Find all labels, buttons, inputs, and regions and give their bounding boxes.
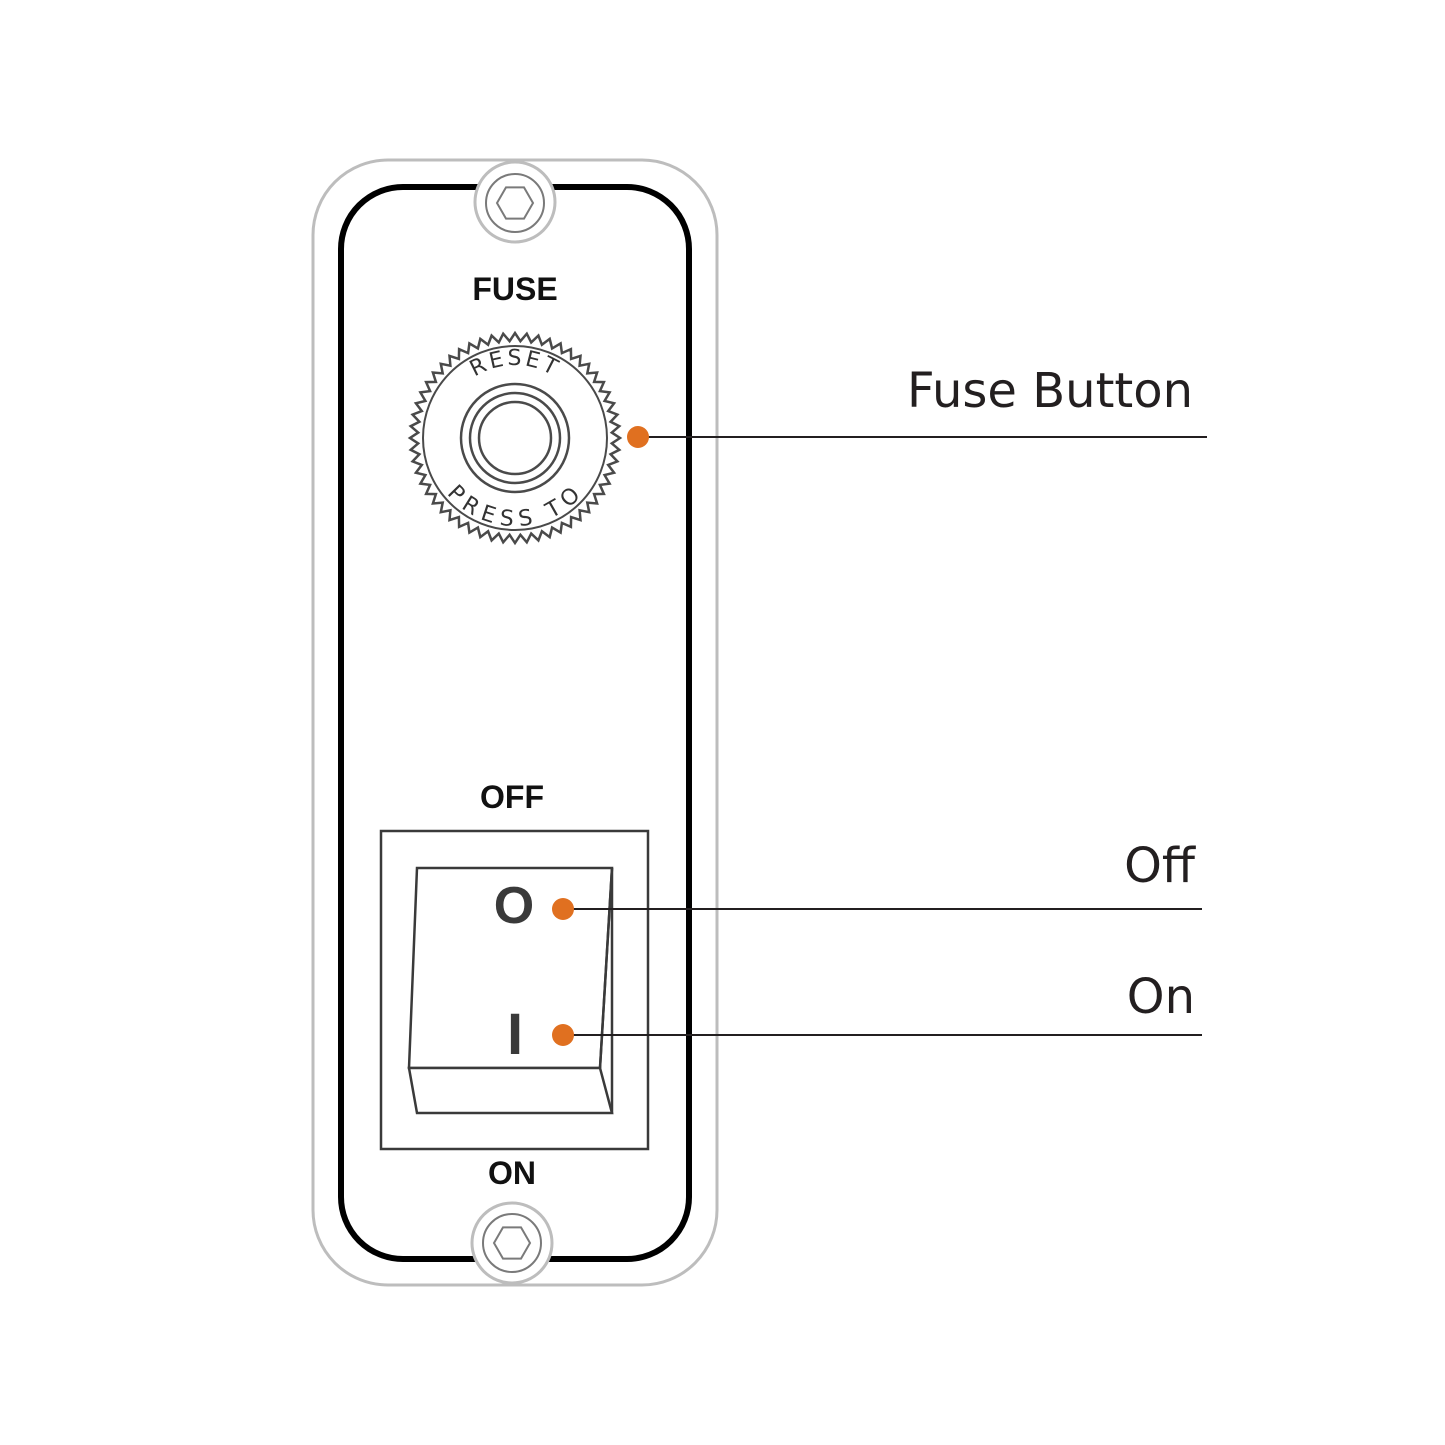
on-callout-dot — [552, 1024, 574, 1046]
rocker-front — [407, 1066, 614, 1115]
fuse-button-callout-label: Fuse Button — [907, 363, 1193, 419]
fuse-label: FUSE — [472, 271, 557, 307]
off-symbol: O — [494, 877, 534, 935]
off-callout-label: Off — [1124, 838, 1196, 894]
on-symbol: I — [507, 1002, 523, 1067]
hex-screw-icon — [473, 160, 557, 244]
rocker-switch-icon[interactable]: O I — [379, 829, 650, 1151]
off-label: OFF — [480, 779, 544, 815]
on-label: ON — [488, 1155, 536, 1191]
on-callout-label: On — [1127, 969, 1195, 1025]
fuse-callout-dot — [627, 426, 649, 448]
hex-screw-icon — [470, 1201, 554, 1285]
reset-button-icon[interactable]: RESET PRESS TO — [407, 330, 623, 546]
off-callout-dot — [552, 898, 574, 920]
